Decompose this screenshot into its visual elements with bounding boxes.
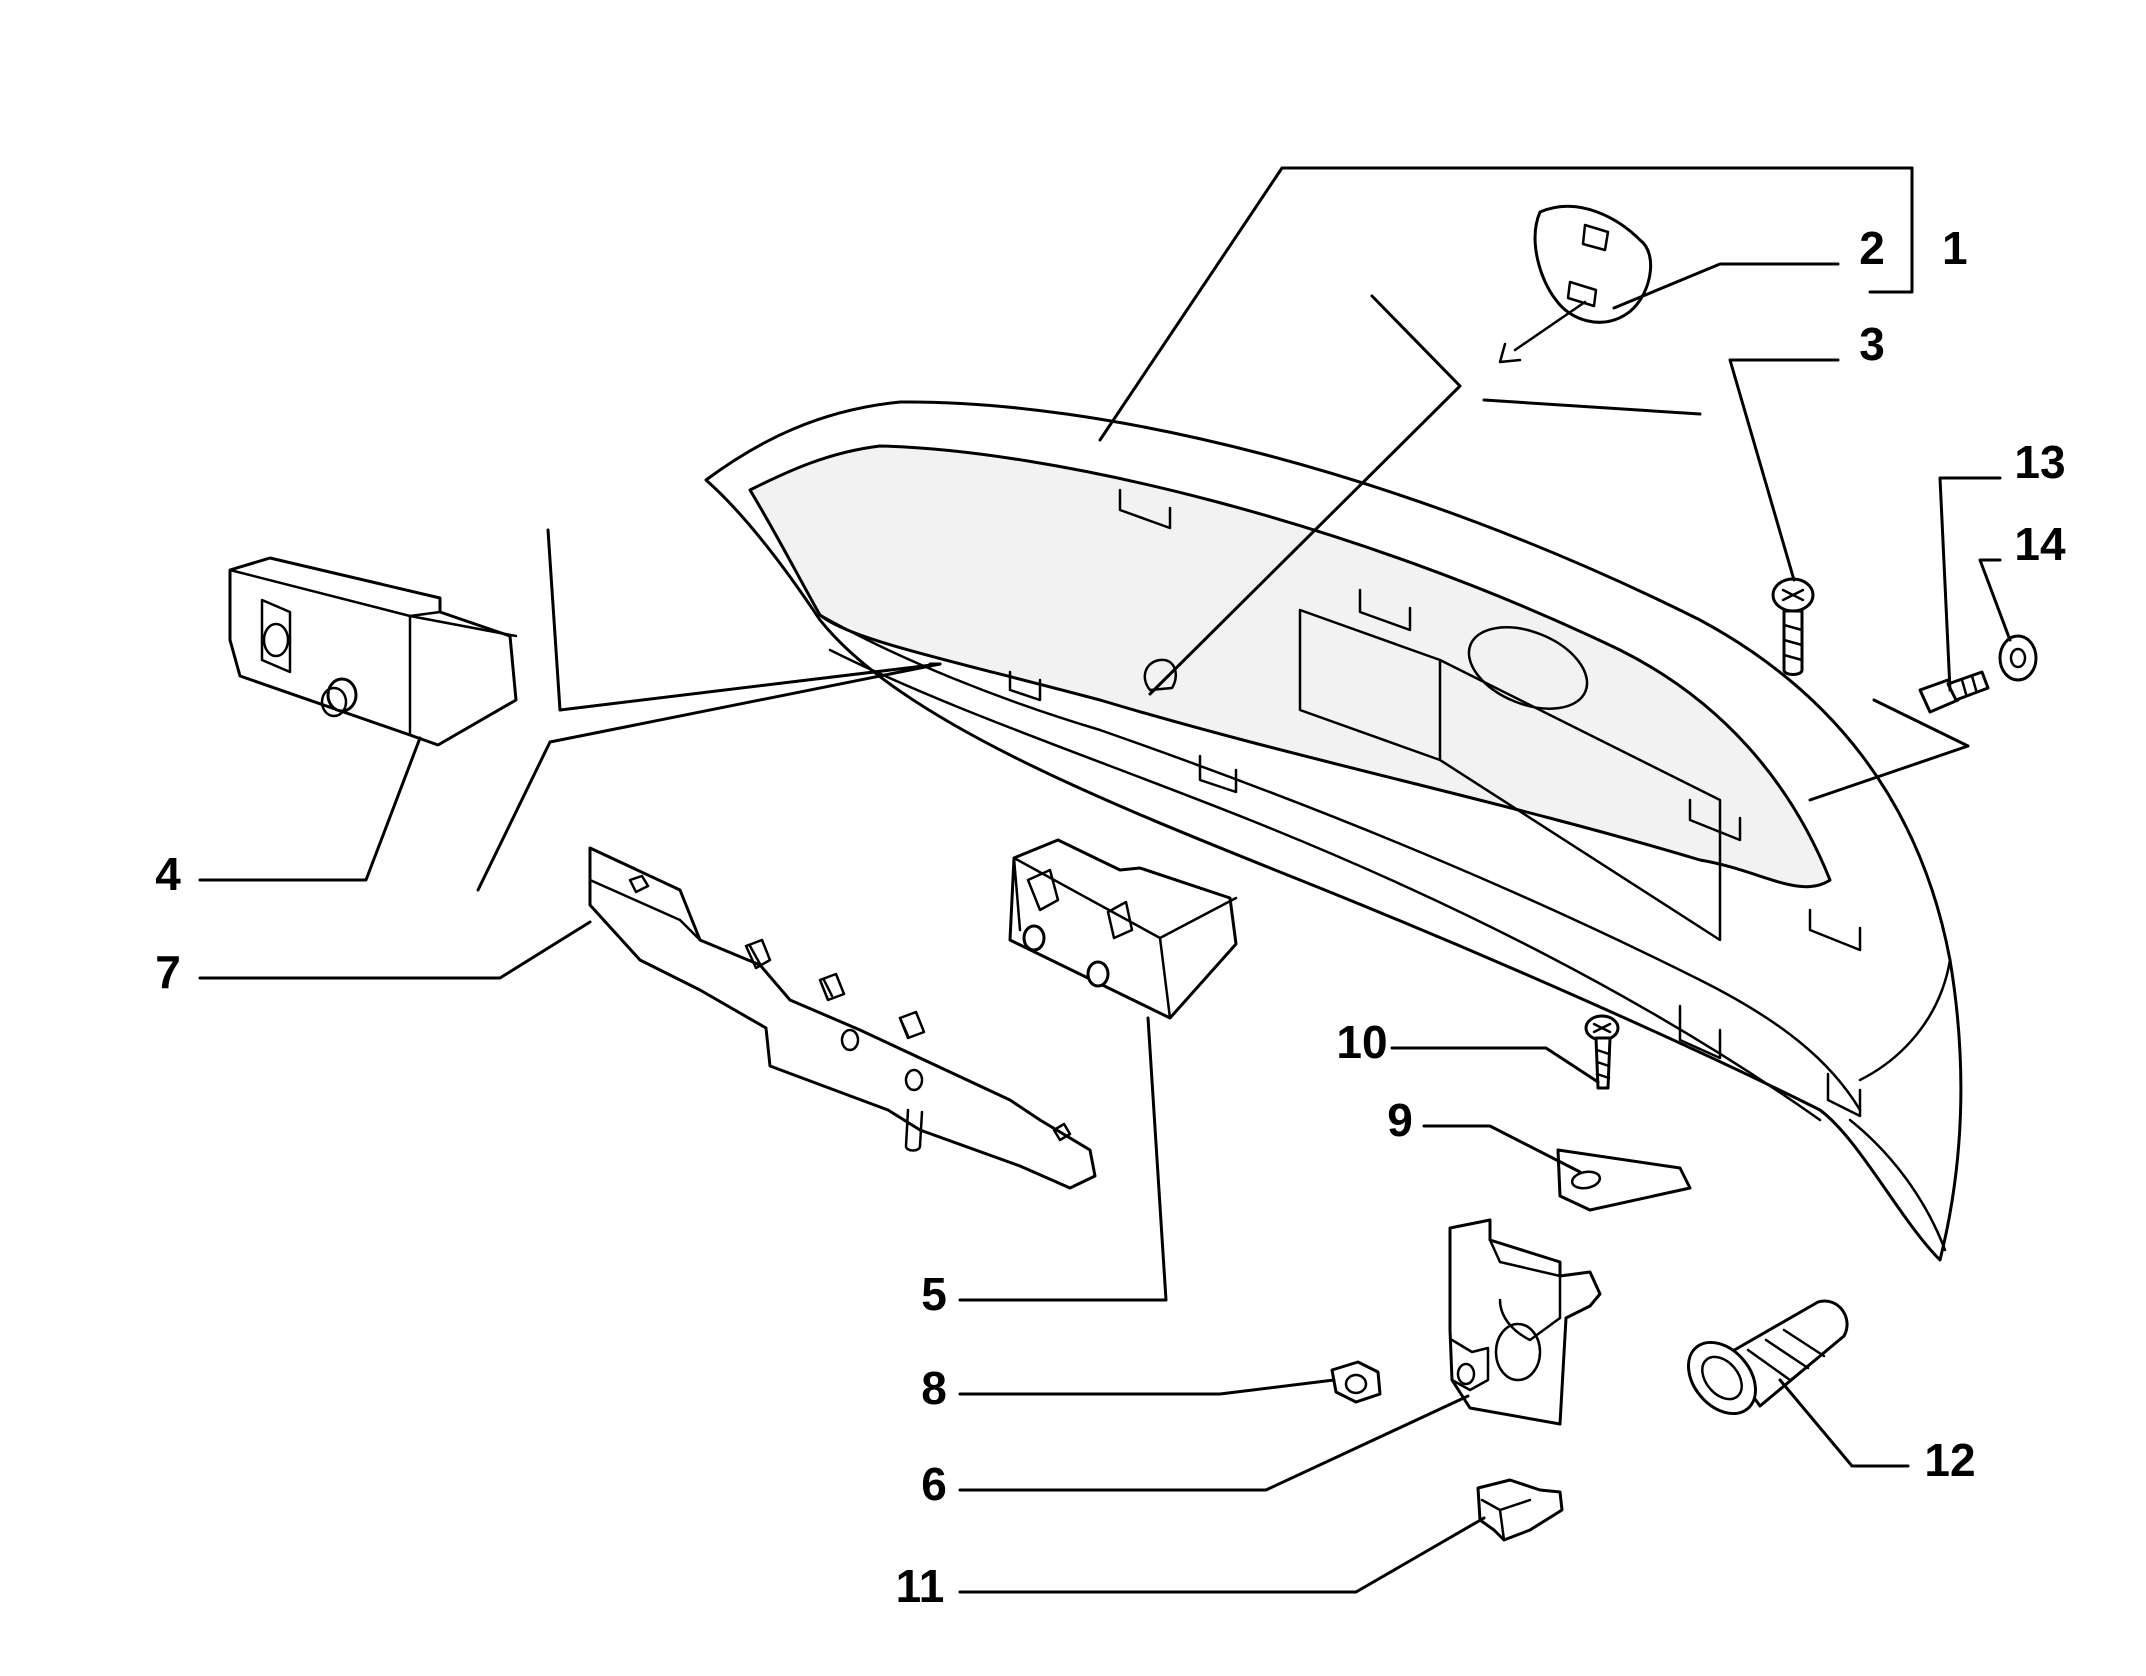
callout-13: 13 [2014,436,2065,488]
bracket-plate-part [1448,1218,1602,1426]
callout-1: 1 [1942,222,1968,274]
mounting-bracket-long-part [588,846,1097,1190]
small-screw-part [1584,1014,1620,1090]
washer-part [1998,634,2038,682]
callout-12: 12 [1924,1434,1975,1486]
callout-7: 7 [155,946,181,998]
leader-lines [198,166,2012,1594]
sleeve-part [1687,1299,1849,1416]
callout-10: 10 [1336,1016,1387,1068]
callout-5: 5 [921,1268,947,1320]
leader-7 [198,920,592,980]
callout-6: 6 [921,1458,947,1510]
leader-14 [1978,558,2012,642]
leader-12 [1778,1378,1910,1468]
leader-convergence-lower [476,662,942,892]
callout-11: 11 [896,1560,945,1612]
tow-hook-cover-part [1498,205,1653,364]
leader-4 [198,736,422,882]
triangular-plate-part [1556,1148,1692,1212]
leader-convergence-top [1148,294,1462,696]
leader-1-bracket [1098,166,1914,442]
hex-nut-part [1330,1360,1382,1404]
leader-convergence-mid [1482,398,1702,416]
leader-5 [958,1016,1168,1302]
callout-labels: 1 2 3 13 14 4 7 5 8 6 11 10 9 12 [155,222,2066,1612]
callout-3: 3 [1859,318,1885,370]
callout-9: 9 [1387,1094,1413,1146]
callout-14: 14 [2014,518,2066,570]
leader-3 [1728,358,1840,582]
callout-2: 2 [1859,222,1885,274]
leader-11 [958,1516,1486,1594]
leader-10 [1390,1046,1600,1084]
bumper-shell [704,400,1963,1262]
leader-9 [1422,1124,1582,1174]
side-bracket-center-part [1008,838,1238,1020]
callout-4: 4 [155,848,181,900]
callout-8: 8 [921,1362,947,1414]
leader-13 [1938,476,2002,692]
bolt-part [1918,670,1990,714]
leader-8 [958,1378,1336,1396]
leader-6 [958,1394,1470,1492]
screw-part [1771,577,1815,676]
leader-13-14-junction [1808,698,1970,802]
clip-part [1476,1478,1564,1542]
side-bracket-left-part [228,556,518,747]
leader-2 [1612,262,1840,310]
